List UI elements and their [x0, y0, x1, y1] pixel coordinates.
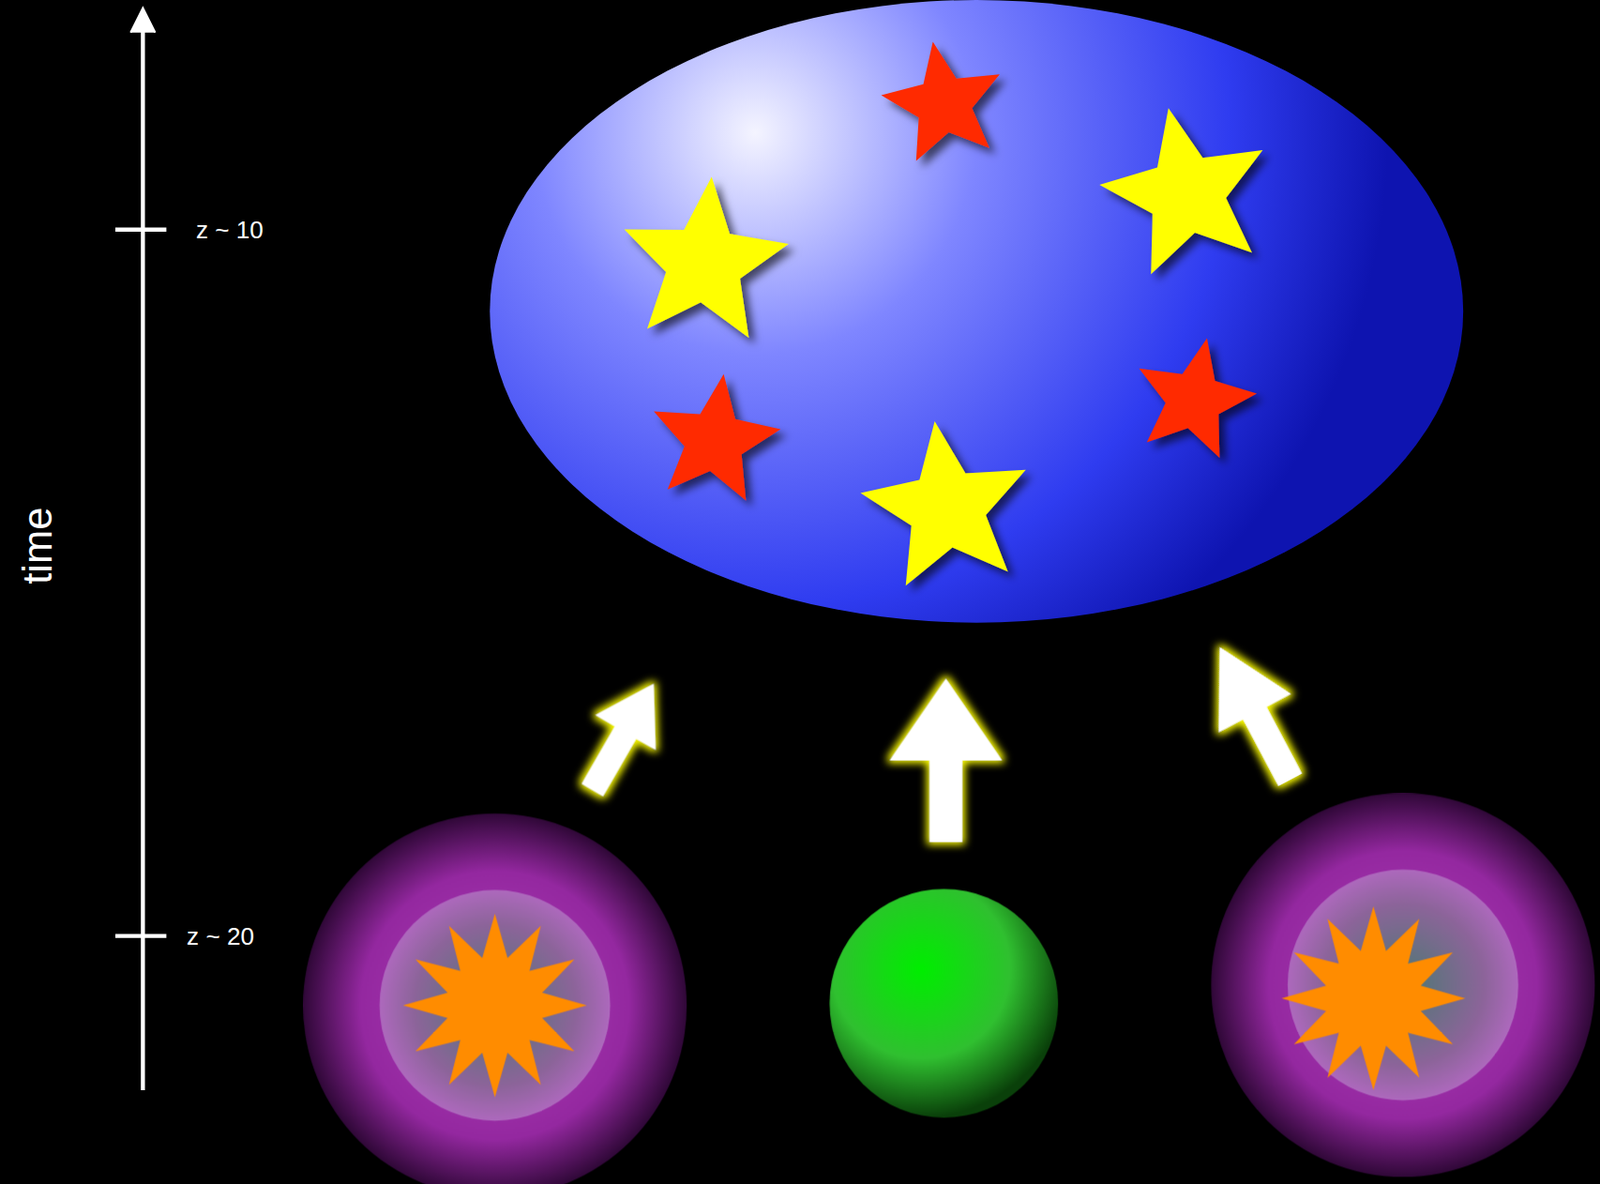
minihalo-right: [1210, 792, 1595, 1177]
yellow-star: [1099, 107, 1263, 274]
block-arrow: [890, 678, 1003, 842]
supernova-burst: [1282, 905, 1466, 1090]
yellow-star: [860, 421, 1027, 586]
axis-title: time: [18, 507, 61, 585]
minihalo-center: [830, 889, 1059, 1118]
minihalo-left: [302, 813, 687, 1184]
galaxy-ellipse: [489, 0, 1464, 623]
yellow-star: [624, 177, 789, 338]
redshift-label: z ~ 20: [186, 923, 255, 949]
block-arrow: [562, 665, 684, 807]
red-star: [653, 374, 781, 501]
redshift-label: z ~ 10: [196, 217, 264, 242]
time-axis: [115, 8, 167, 1090]
supernova-burst: [403, 913, 588, 1098]
star-group: [624, 41, 1264, 586]
red-star: [881, 41, 1000, 161]
block-arrow: [1183, 627, 1327, 799]
arrow-group: [562, 627, 1328, 842]
red-star: [1139, 338, 1258, 459]
